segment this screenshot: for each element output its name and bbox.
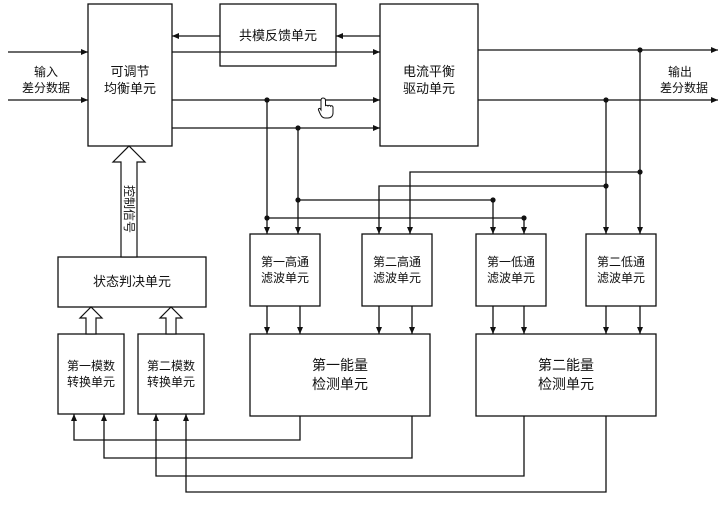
svg-text:滤波单元: 滤波单元 (261, 271, 309, 285)
svg-text:滤波单元: 滤波单元 (373, 271, 421, 285)
svg-text:滤波单元: 滤波单元 (597, 271, 645, 285)
svg-text:驱动单元: 驱动单元 (403, 82, 455, 97)
state-decision-block: 状态判决单元 (57, 256, 207, 308)
svg-text:第二能量: 第二能量 (538, 357, 594, 374)
highpass1-block: 第一高通 滤波单元 (249, 233, 321, 307)
svg-text:第一模数: 第一模数 (67, 358, 115, 373)
control-signal-arrow: 控制信号 (111, 145, 147, 258)
svg-text:第一低通: 第一低通 (487, 255, 535, 269)
svg-text:检测单元: 检测单元 (312, 377, 368, 393)
svg-text:第二高通: 第二高通 (373, 254, 421, 269)
svg-text:转换单元: 转换单元 (147, 374, 195, 389)
svg-text:第二低通: 第二低通 (597, 255, 645, 269)
adc1-block: 第一模数 转换单元 (57, 333, 125, 415)
lowpass2-block: 第二低通 滤波单元 (585, 233, 657, 307)
equalizer-block: 可调节 均衡单元 (87, 3, 173, 147)
svg-text:第一高通: 第一高通 (261, 254, 309, 269)
svg-text:输入: 输入 (34, 64, 58, 79)
highpass2-block: 第二高通 滤波单元 (361, 233, 433, 307)
svg-text:转换单元: 转换单元 (67, 374, 115, 389)
svg-text:输出: 输出 (668, 64, 692, 79)
svg-text:差分数据: 差分数据 (660, 80, 708, 95)
adc2-block: 第二模数 转换单元 (137, 333, 205, 415)
control-signal-label: 控制信号 (122, 185, 136, 233)
svg-text:第一能量: 第一能量 (312, 357, 368, 374)
svg-text:均衡单元: 均衡单元 (104, 82, 156, 97)
adc1-to-decision-arrow (78, 306, 104, 335)
energy-detect2-block: 第二能量 检测单元 (475, 333, 657, 417)
current-balance-driver-block: 电流平衡 驱动单元 (379, 3, 479, 147)
adc2-to-decision-arrow (158, 306, 184, 335)
svg-text:第二模数: 第二模数 (147, 358, 195, 373)
input-label: 输入 差分数据 (22, 64, 70, 95)
signal-wires (8, 33, 718, 131)
svg-text:共模反馈单元: 共模反馈单元 (239, 29, 317, 44)
output-feed-wires (376, 47, 643, 234)
svg-text:检测单元: 检测单元 (538, 377, 594, 393)
filter-to-energy-wires (264, 306, 643, 334)
hand-pointer-icon (317, 97, 334, 119)
svg-text:电流平衡: 电流平衡 (403, 65, 455, 80)
common-mode-feedback-block: 共模反馈单元 (219, 3, 337, 67)
svg-text:滤波单元: 滤波单元 (487, 271, 535, 285)
highpass-feed-wires (264, 97, 527, 234)
svg-text:状态判决单元: 状态判决单元 (93, 275, 171, 290)
lowpass1-block: 第一低通 滤波单元 (475, 233, 547, 307)
svg-text:差分数据: 差分数据 (22, 80, 70, 95)
energy-detect1-block: 第一能量 检测单元 (249, 333, 431, 417)
output-label: 输出 差分数据 (660, 64, 708, 95)
energy-to-adc-wires (71, 414, 607, 493)
svg-text:可调节: 可调节 (110, 65, 149, 80)
